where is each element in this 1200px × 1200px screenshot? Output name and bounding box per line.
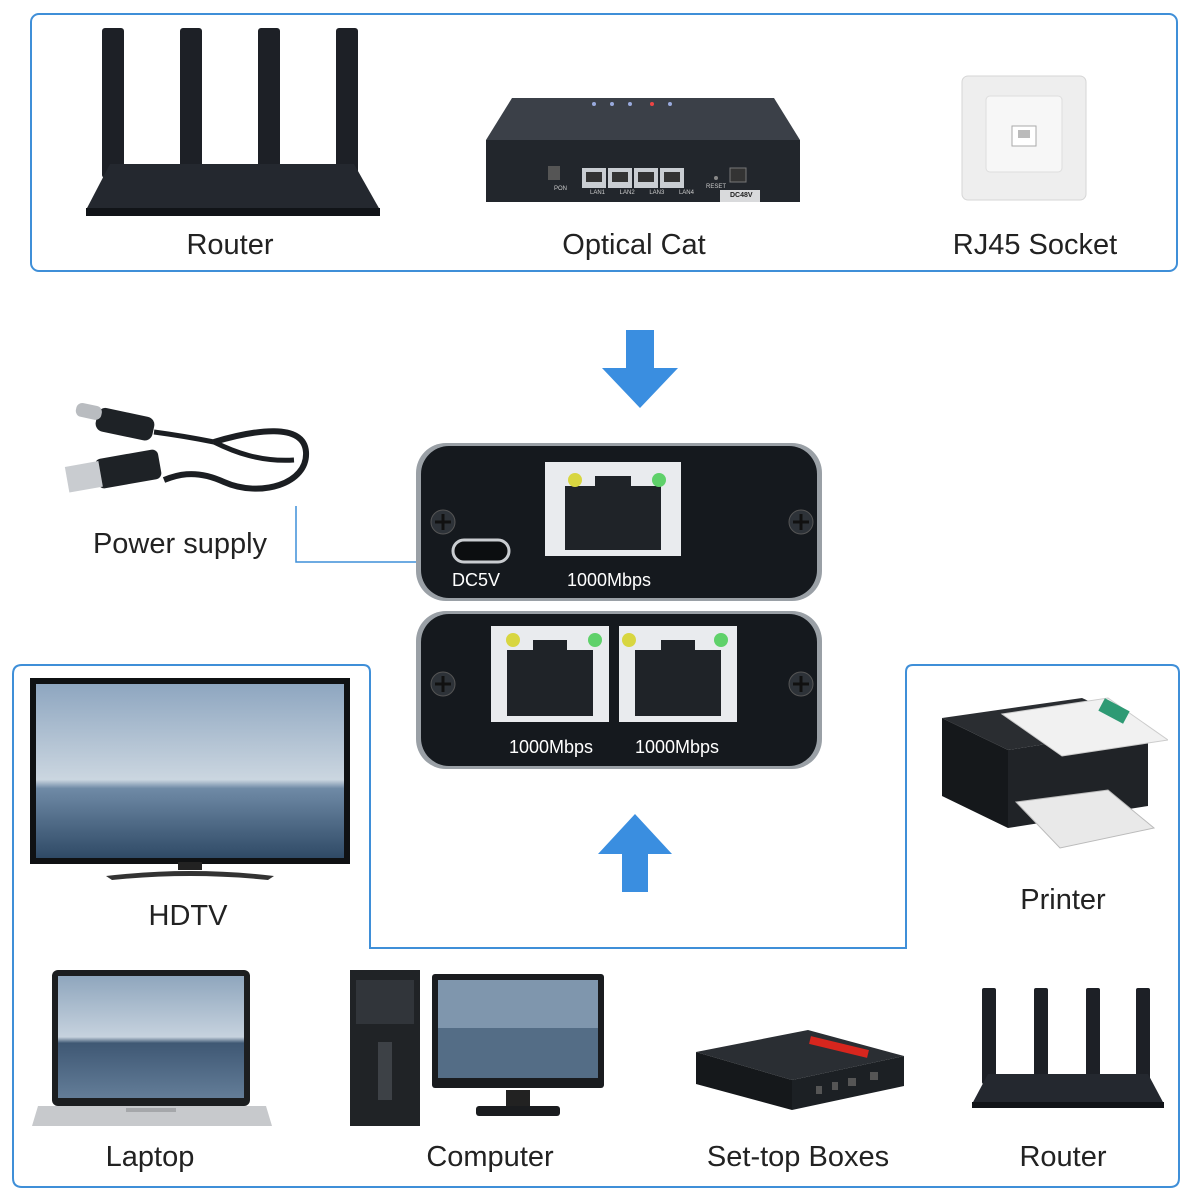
router-output-image bbox=[970, 986, 1166, 1114]
computer-label: Computer bbox=[426, 1141, 554, 1173]
usb-cable-image bbox=[64, 402, 314, 506]
source-router-label: Router bbox=[186, 229, 274, 261]
power-connector-line bbox=[295, 506, 452, 563]
optical-cat-label: Optical Cat bbox=[562, 229, 706, 261]
hdtv-label: HDTV bbox=[148, 900, 228, 932]
lan4-label: LAN4 bbox=[678, 190, 694, 196]
rj45-socket-image bbox=[960, 74, 1090, 204]
hdtv-image bbox=[28, 676, 352, 886]
dc5v-label: DC5V bbox=[452, 570, 501, 590]
screw-right-icon bbox=[788, 509, 814, 535]
bottom-port2-speed-label: 1000Mbps bbox=[635, 737, 720, 757]
set-top-box-image bbox=[692, 1026, 908, 1116]
up-arrow bbox=[598, 814, 672, 892]
screw-left-icon bbox=[430, 671, 456, 697]
printer-label: Printer bbox=[1020, 884, 1106, 916]
output-devices-frame bbox=[12, 664, 1180, 1188]
computer-image bbox=[348, 966, 608, 1130]
laptop-label: Laptop bbox=[105, 1141, 195, 1173]
lan2-label: LAN2 bbox=[619, 190, 635, 196]
optical-cat-image bbox=[484, 96, 804, 208]
lan1-label: LAN1 bbox=[590, 190, 606, 196]
laptop-image bbox=[30, 968, 274, 1132]
lan-port-labels: LAN1 LAN2 LAN3 LAN4 bbox=[590, 190, 694, 196]
printer-image bbox=[932, 678, 1168, 868]
splitter-bottom-unit bbox=[415, 610, 825, 772]
splitter-top-unit bbox=[415, 442, 825, 604]
router-image bbox=[84, 24, 384, 222]
output-router-label: Router bbox=[1019, 1141, 1107, 1173]
source-devices-frame bbox=[30, 13, 1178, 272]
top-port-speed-label: 1000Mbps bbox=[567, 570, 652, 590]
reset-label: RESET bbox=[706, 184, 727, 190]
rj45-socket-label: RJ45 Socket bbox=[952, 229, 1118, 261]
dc48v-label: DC48V bbox=[730, 192, 753, 199]
bottom-port1-speed-label: 1000Mbps bbox=[509, 737, 594, 757]
power-supply-label: Power supply bbox=[92, 528, 268, 560]
down-arrow bbox=[602, 330, 678, 408]
lan3-label: LAN3 bbox=[649, 190, 665, 196]
set-top-boxes-label: Set-top Boxes bbox=[706, 1141, 890, 1173]
pon-label: PON bbox=[554, 186, 568, 192]
screw-right-icon bbox=[788, 671, 814, 697]
screw-left-icon bbox=[430, 509, 456, 535]
